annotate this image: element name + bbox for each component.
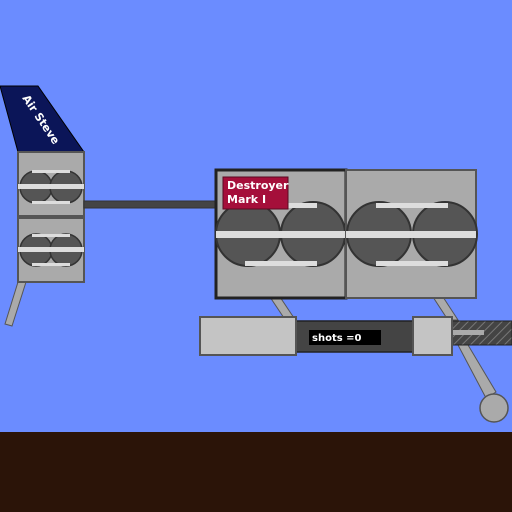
ground	[0, 432, 512, 512]
engine-bar	[376, 203, 448, 208]
gun-breech-housing	[199, 316, 297, 356]
shots-counter-bg	[309, 330, 381, 345]
air-steve-unit: Air Steve	[0, 85, 85, 327]
gun-muzzle-housing	[412, 316, 453, 356]
engine-bar	[32, 201, 70, 204]
destroyer-foot	[479, 393, 509, 423]
engine-bar	[32, 170, 70, 173]
destroyer-unit: Destroyer Mark I shots =0	[199, 168, 512, 423]
engine-band	[216, 231, 346, 238]
engine-bar	[245, 261, 317, 266]
engine-band	[18, 247, 84, 252]
engine-band	[18, 184, 84, 189]
shots-counter: shots =0	[312, 333, 362, 344]
engine-band	[346, 231, 476, 238]
destroyer-name-line2: Mark I	[227, 193, 266, 206]
destroyer-name-line1: Destroyer	[227, 179, 289, 192]
engine-bar	[32, 234, 70, 237]
connecting-rod	[83, 200, 219, 209]
destroyer-name-plate	[222, 176, 289, 210]
engine-bar	[376, 261, 448, 266]
barrel-rail	[452, 330, 484, 335]
engine-bar	[32, 263, 70, 266]
